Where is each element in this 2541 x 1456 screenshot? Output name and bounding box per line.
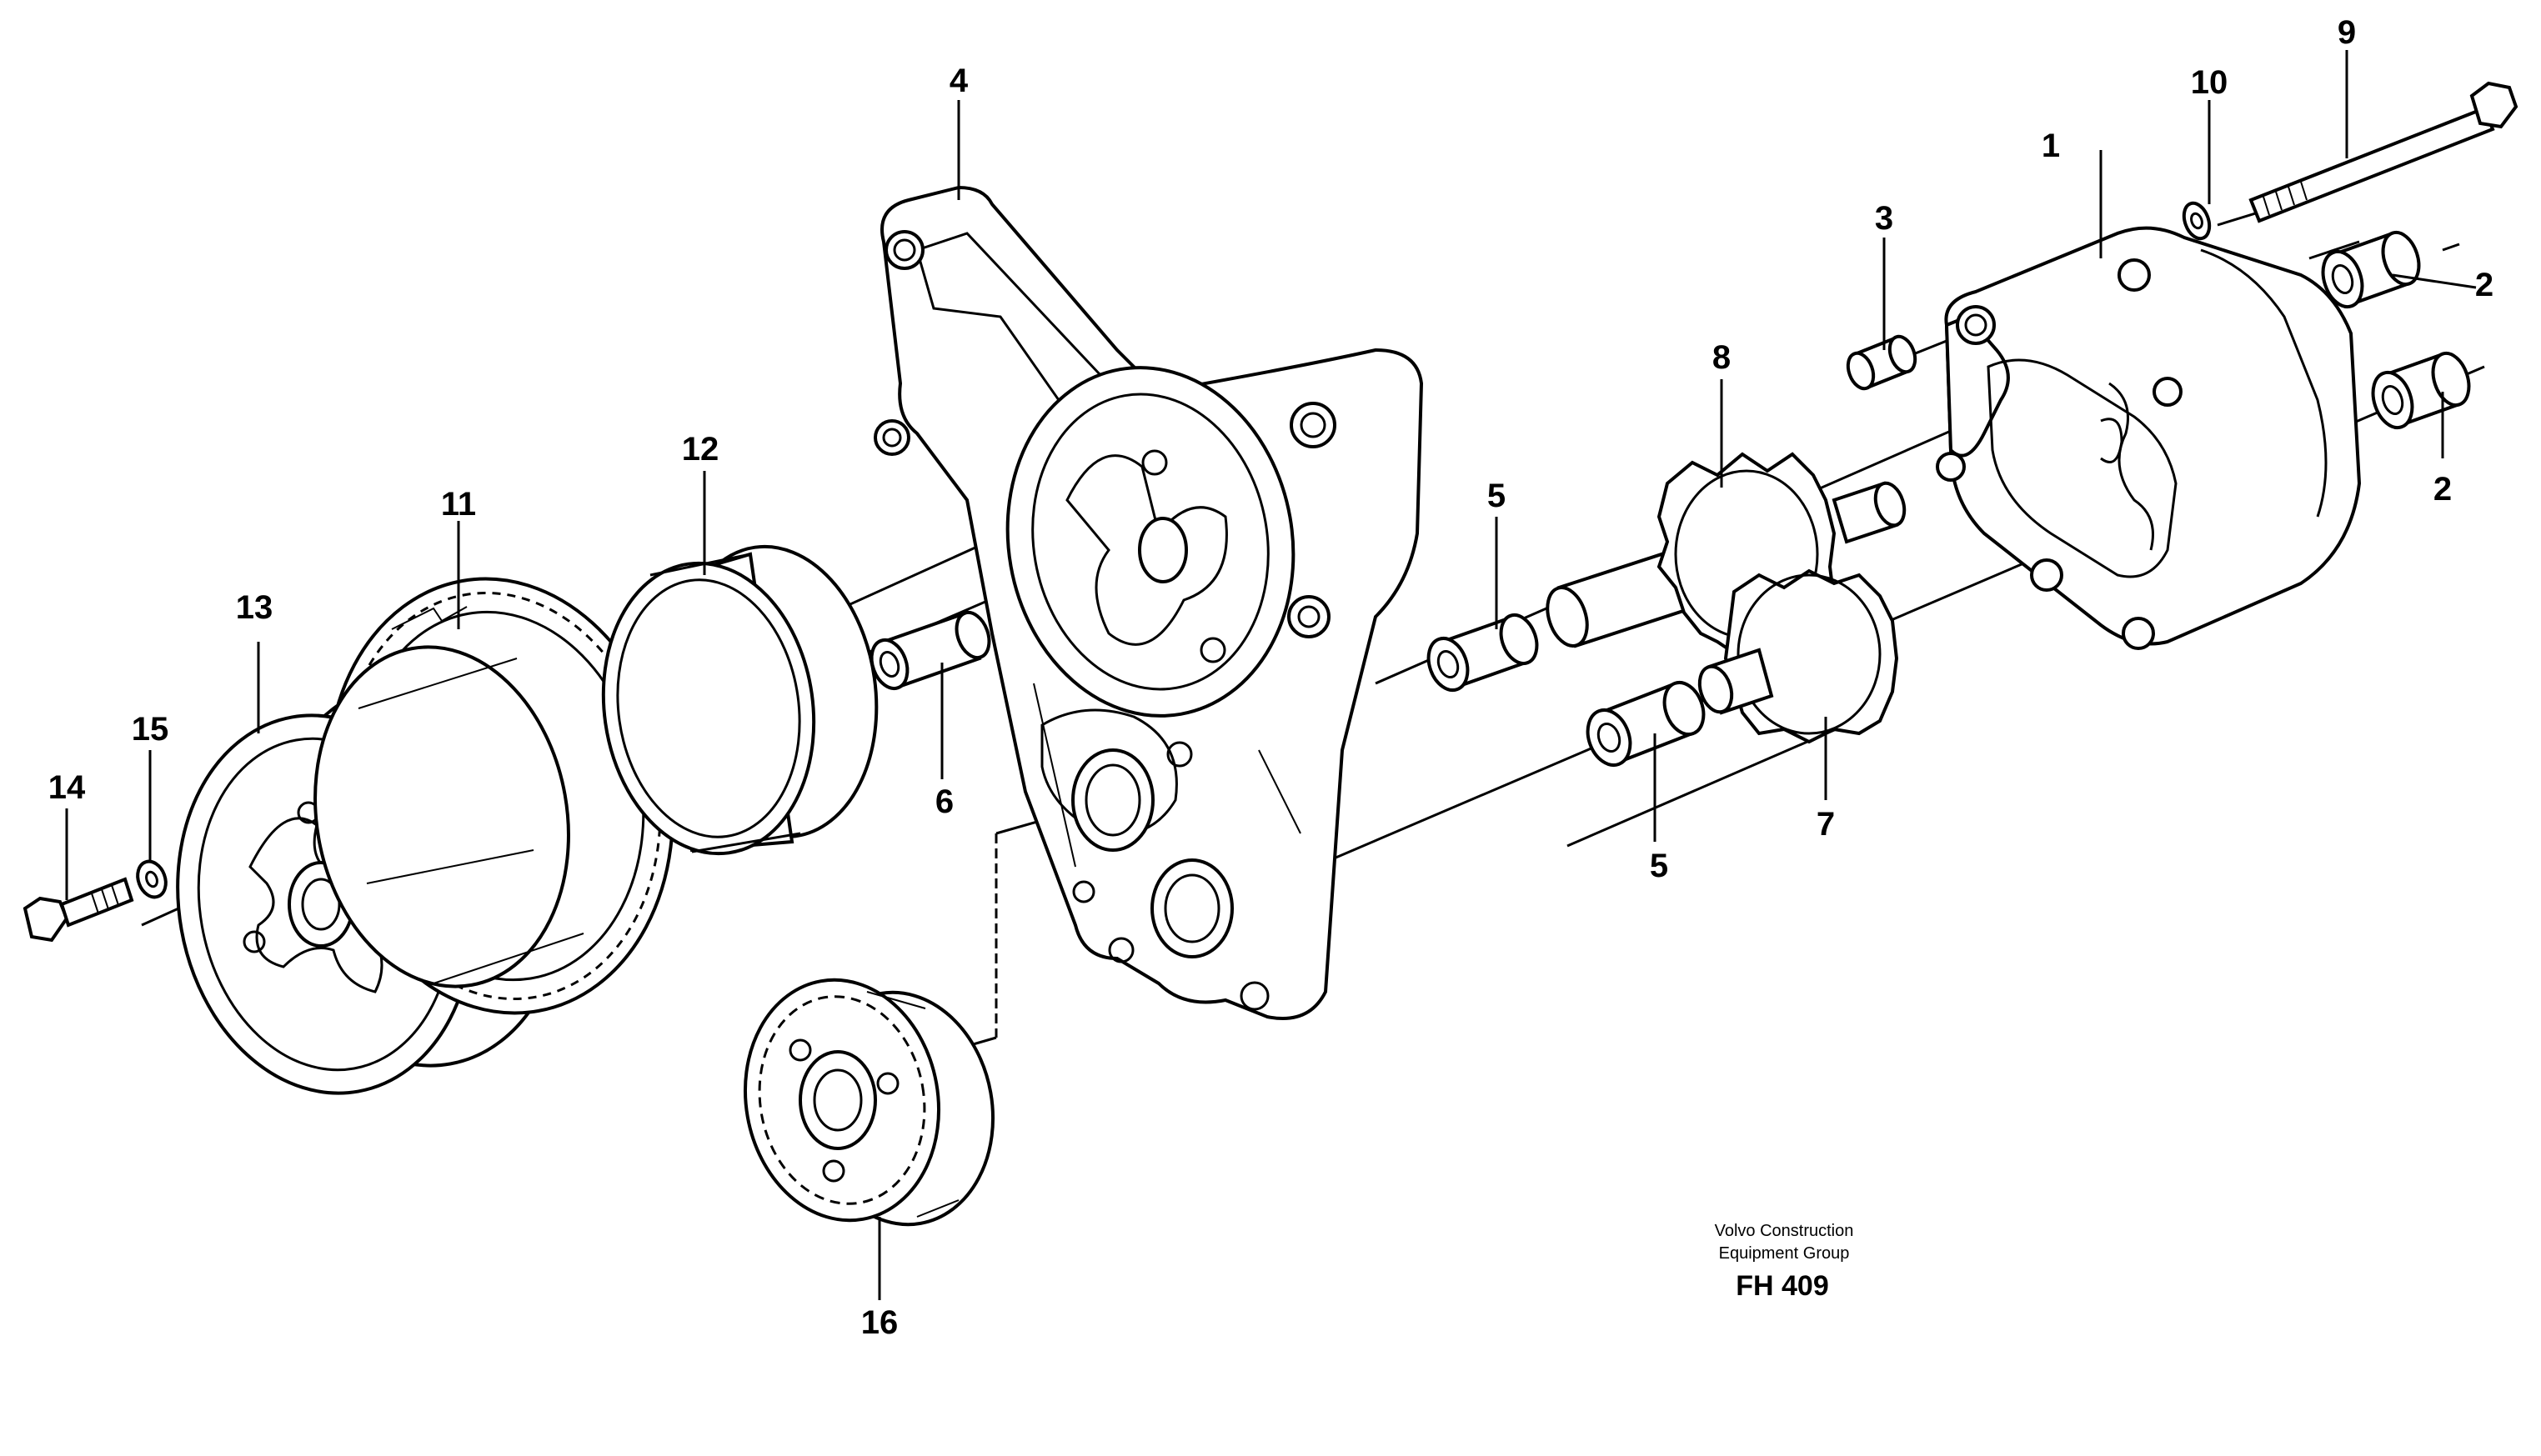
part-7-pump-gear-shaft (1697, 568, 1899, 744)
callout-11: 11 (441, 486, 476, 523)
callout-5-upper: 5 (1487, 478, 1506, 514)
part-2-dowel-sleeve-lower (2371, 351, 2471, 430)
callout-labels: 1 2 2 3 4 5 5 6 7 8 9 10 11 12 13 14 15 … (48, 14, 2493, 1341)
credit-line-1: Volvo Construction (1715, 1222, 1854, 1240)
callout-13: 13 (236, 589, 273, 626)
callout-14: 14 (48, 769, 86, 806)
callout-3: 3 (1875, 200, 1893, 237)
part-5-bushing-upper (1426, 613, 1539, 692)
credit-line-2: Equipment Group (1719, 1244, 1850, 1263)
part-10-washer (2182, 201, 2212, 241)
part-5-bushing-lower (1586, 681, 1706, 767)
figure-code: FH 409 (1736, 1270, 1829, 1302)
part-1-pump-cover (1936, 226, 2362, 650)
callout-5-lower: 5 (1650, 848, 1668, 884)
callout-15: 15 (132, 711, 169, 748)
callout-2-lower: 2 (2433, 471, 2452, 508)
part-9-long-bolt (2248, 81, 2518, 223)
callout-16: 16 (861, 1304, 899, 1341)
callout-7: 7 (1817, 806, 1835, 843)
callout-9: 9 (2338, 14, 2356, 51)
part-14-bolt (23, 877, 134, 943)
callout-10: 10 (2191, 64, 2228, 101)
callout-2-upper: 2 (2475, 267, 2493, 303)
part-16-helical-gear (743, 833, 998, 1227)
part-4-bracket-housing (874, 185, 1424, 1020)
part-15-washer (136, 859, 168, 899)
callout-8: 8 (1712, 339, 1731, 376)
callout-4: 4 (950, 63, 969, 99)
leader-lines (65, 50, 2477, 1300)
part-11-large-gear (313, 577, 674, 1015)
part-12-sleeve-ring (601, 544, 879, 856)
part-2-dowel-sleeve-upper (2321, 230, 2421, 309)
part-3-small-bushing (1846, 334, 1917, 391)
callout-6: 6 (935, 783, 954, 820)
callout-1: 1 (2042, 128, 2060, 164)
publisher-credit: Volvo Construction Equipment Group FH 40… (1715, 1222, 1854, 1302)
part-6-bushing (870, 610, 991, 691)
callout-12: 12 (682, 431, 719, 468)
